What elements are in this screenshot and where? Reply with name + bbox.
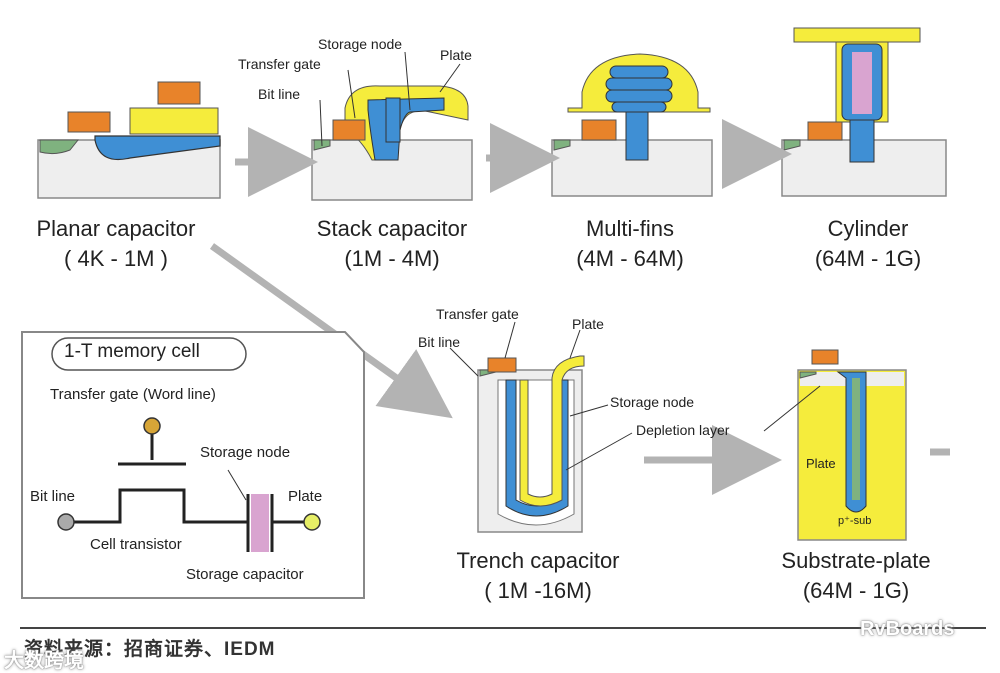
trench-bit-line-label: Bit line — [418, 334, 461, 350]
substrate-range: (64M - 1G) — [802, 578, 910, 603]
substrate-title: Substrate-plate — [781, 548, 931, 573]
stack-capacitor-drawing — [311, 85, 473, 201]
trench-plate-label: Plate — [572, 316, 604, 332]
memory-cell-transfer-gate-label: Transfer gate (Word line) — [50, 386, 216, 403]
watermark-left: 大数跨境 — [4, 650, 84, 672]
trench-transfer-gate-label: Transfer gate — [436, 306, 519, 322]
stack-title: Stack capacitor — [316, 216, 468, 241]
watermark-right: RvBoards — [860, 618, 955, 640]
trench-range: ( 1M -16M) — [484, 578, 592, 603]
trench-depletion-layer-label: Depletion layer — [636, 422, 730, 438]
multifins-range: (4M - 64M) — [576, 246, 684, 271]
memory-cell-cell-transistor-label: Cell transistor — [90, 536, 182, 553]
trench-storage-node-label: Storage node — [610, 394, 695, 410]
cylinder-range: (64M - 1G) — [814, 246, 922, 271]
memory-cell-storage-capacitor-label: Storage capacitor — [186, 566, 304, 583]
memory-cell-storage-node-label: Storage node — [200, 444, 291, 461]
substrate-plate-drawing — [797, 349, 907, 541]
trench-capacitor-caption: Trench capacitor ( 1M -16M) — [438, 546, 638, 606]
planar-title: Planar capacitor — [36, 216, 196, 241]
planar-capacitor-caption: Planar capacitor ( 4K - 1M ) — [26, 214, 206, 274]
cylinder-drawing — [781, 27, 947, 197]
stack-storage-node-label: Storage node — [318, 36, 403, 52]
substrate-psub-label: p⁺-sub — [838, 515, 872, 527]
planar-capacitor-drawing — [37, 81, 221, 199]
substrate-plate-caption: Substrate-plate (64M - 1G) — [756, 546, 956, 606]
stack-capacitor-caption: Stack capacitor (1M - 4M) — [302, 214, 482, 274]
stack-bit-line-label: Bit line — [258, 86, 301, 102]
memory-cell-bit-line-label: Bit line — [30, 488, 76, 505]
multifins-title: Multi-fins — [585, 216, 674, 241]
stack-plate-label: Plate — [440, 47, 472, 63]
memory-cell-panel — [21, 331, 365, 599]
planar-range: ( 4K - 1M ) — [64, 246, 168, 271]
cylinder-caption: Cylinder (64M - 1G) — [778, 214, 958, 274]
evolution-arrows — [209, 119, 950, 495]
stack-range: (1M - 4M) — [344, 246, 440, 271]
memory-cell-title: 1-T memory cell — [64, 341, 200, 362]
multi-fins-caption: Multi-fins (4M - 64M) — [540, 214, 720, 274]
substrate-plate-label: Plate — [806, 456, 836, 471]
cylinder-title: Cylinder — [827, 216, 909, 241]
trench-title: Trench capacitor — [456, 548, 620, 573]
multi-fins-drawing — [551, 53, 713, 197]
trench-capacitor-drawing — [477, 355, 585, 533]
source-note: 资料来源：招商证券、IEDM — [24, 639, 276, 660]
leader-lines — [319, 51, 821, 471]
stack-transfer-gate-label: Transfer gate — [238, 56, 321, 72]
memory-cell-plate-label: Plate — [288, 488, 323, 505]
